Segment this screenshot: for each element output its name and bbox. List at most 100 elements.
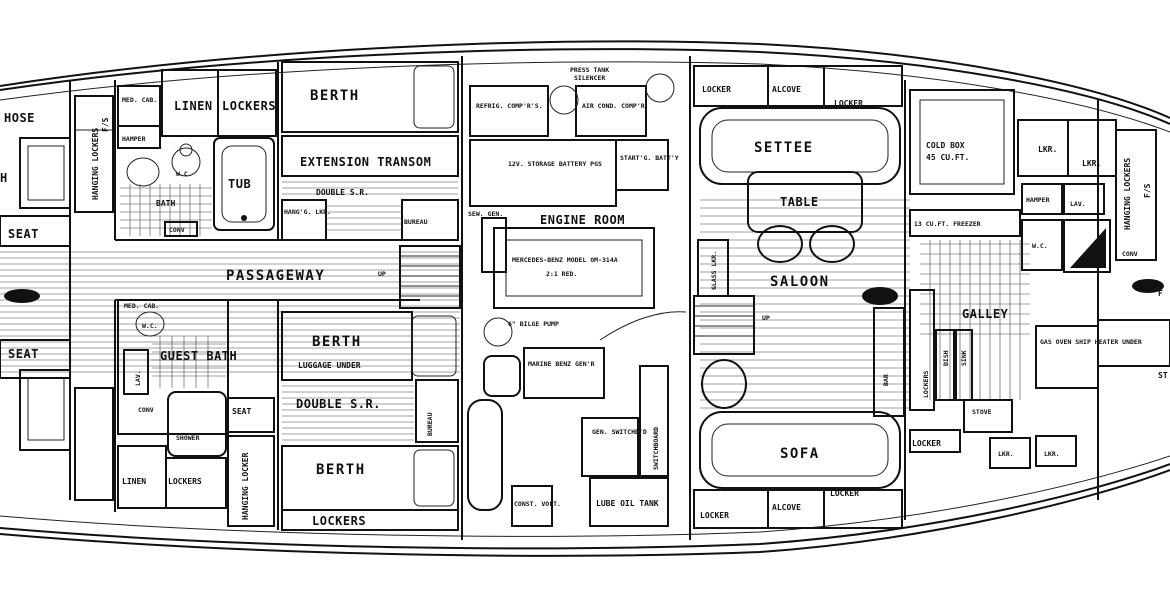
label-cold-box: COLD BOX	[926, 141, 965, 150]
engine-room	[467, 73, 687, 527]
label-double-sr-2: DOUBLE S.R.	[296, 397, 381, 411]
label-engine-model: MERCEDES-BENZ MODEL OM-314A	[512, 256, 618, 264]
label-const-volt: CONST. VOLT.	[514, 500, 561, 508]
label-med-cab-2: MED. CAB.	[124, 302, 159, 310]
label-wc-aft: W.C.	[1032, 242, 1048, 250]
label-linen-2: LINEN	[122, 477, 146, 486]
label-guest-bath: GUEST BATH	[160, 349, 237, 363]
galley	[909, 89, 1170, 469]
label-hamper-fwd: HAMPER	[122, 135, 146, 143]
label-engine-sub: 2:1 RED.	[546, 270, 577, 278]
label-storage-battery: 12V. STORAGE BATTERY PGS	[508, 160, 602, 168]
label-lkr-4: LKR.	[1044, 450, 1060, 458]
label-cold-box-cap: 45 CU.FT.	[926, 153, 969, 162]
label-galley: GALLEY	[962, 307, 1009, 321]
label-up-2: UP	[762, 314, 770, 322]
guest-bath	[117, 299, 275, 527]
label-luggage-under: LUGGAGE UNDER	[298, 361, 361, 370]
bulkheads	[69, 56, 1099, 540]
label-passageway: PASSAGEWAY	[226, 268, 325, 284]
label-refrig-compr: REFRIG. COMP'R'S.	[476, 102, 543, 110]
label-seat-small: SEAT	[232, 407, 251, 416]
label-conv-aft: CONV	[1122, 250, 1138, 258]
label-silencer: SILENCER	[574, 74, 605, 82]
label-alcove-1: ALCOVE	[772, 85, 801, 94]
label-tub: TUB	[228, 177, 251, 191]
label-fs-aft: F/S	[1143, 183, 1152, 198]
label-lav-aft: LAV.	[1070, 200, 1086, 208]
label-hanging-locker: HANGING LOCKER	[241, 452, 250, 520]
label-double-sr-1: DOUBLE S.R.	[316, 188, 369, 197]
label-heater: GAS OVEN SHIP HEATER UNDER	[1040, 338, 1142, 346]
label-press-tank: PRESS TANK	[570, 66, 609, 74]
label-wc-2: W.C.	[142, 322, 158, 330]
label-locker-galley: LOCKER	[912, 439, 941, 448]
label-bilge-pump: 6" BILGE PUMP	[508, 320, 559, 328]
label-lkr-3: LKR.	[998, 450, 1014, 458]
label-bureau-2: BUREAU	[426, 412, 434, 436]
label-hang-lkr: HANG'G. LKR.	[284, 208, 331, 216]
label-stove: STOVE	[972, 408, 992, 416]
label-bureau-1: BUREAU	[404, 218, 428, 226]
forward-cabin	[0, 95, 114, 501]
label-saloon: SALOON	[770, 274, 830, 290]
label-locker-4: LOCKER	[830, 489, 859, 498]
label-berth-3: BERTH	[316, 462, 366, 478]
label-seat-aft: SEAT	[8, 347, 39, 361]
label-gen-set: MARINE BENZ GEN'R	[528, 360, 595, 368]
label-bath: BATH	[156, 199, 175, 208]
label-table: TABLE	[780, 195, 819, 209]
label-med-cab-fwd: MED. CAB.	[122, 96, 157, 104]
label-lkr-1: LKR.	[1038, 145, 1057, 154]
forward-stateroom	[281, 61, 461, 309]
label-air-cond-compr: AIR COND. COMP'R.	[582, 102, 649, 110]
forward-bath	[117, 69, 277, 237]
label-lav: LAV.	[134, 370, 142, 386]
label-lube-oil-tank: LUBE OIL TANK	[596, 499, 659, 508]
label-engine-room: ENGINE ROOM	[540, 213, 625, 227]
label-dish: DISH	[942, 350, 950, 366]
label-conv: CONV	[169, 226, 185, 234]
label-lockers-2: LOCKERS	[168, 477, 202, 486]
label-up-1: UP	[378, 270, 386, 278]
label-fs-fwd: F/S	[101, 117, 110, 132]
label-sofa: SOFA	[780, 446, 820, 462]
label-locker-3: LOCKER	[700, 511, 729, 520]
label-switchboard: SWITCHBOARD	[652, 427, 660, 470]
label-sew-gen: SEW. GEN.	[468, 210, 503, 218]
label-f: F	[1158, 289, 1163, 298]
label-st: ST	[1158, 371, 1168, 380]
label-hose: HOSE	[4, 111, 35, 125]
label-locker-2: LOCKER	[834, 99, 863, 108]
hull-outline	[0, 40, 1170, 557]
label-lockers-bottom: LOCKERS	[312, 514, 366, 528]
label-seat-fwd: SEAT	[8, 227, 39, 241]
label-hanging-lockers-aft: HANGING LOCKERS	[1123, 158, 1132, 230]
label-extension-transom: EXTENSION TRANSOM	[300, 155, 431, 169]
label-h: H	[0, 171, 8, 185]
label-hanging-lockers-fwd: HANGING LOCKERS	[91, 128, 100, 200]
label-bar: BAR	[882, 374, 890, 386]
aft-port-stateroom	[281, 311, 459, 531]
label-linen: LINEN	[174, 99, 213, 113]
label-berth-2: BERTH	[312, 334, 362, 350]
label-alcove-2: ALCOVE	[772, 503, 801, 512]
room-labels: HOSE H SEAT SEAT HANGING LOCKERS F/S MED…	[0, 66, 1168, 528]
label-gen-switchbd: GEN. SWITCHB'D	[592, 428, 647, 436]
label-lockers-galley: LOCKERS	[922, 371, 930, 398]
label-settee: SETTEE	[754, 140, 814, 156]
label-berth-1: BERTH	[310, 88, 360, 104]
label-freezer: 13 CU.FT. FREEZER	[914, 220, 981, 228]
label-conv-2: CONV	[138, 406, 154, 414]
label-glass-lkr: GLASS LKR.	[710, 251, 718, 290]
label-lockers: LOCKERS	[222, 99, 276, 113]
label-hamper-aft: HAMPER	[1026, 196, 1050, 204]
label-lkr-2: LKR.	[1082, 159, 1101, 168]
saloon	[693, 65, 905, 529]
label-locker-1: LOCKER	[702, 85, 731, 94]
label-start-batt: START'G. BATT'Y	[620, 154, 679, 162]
label-shower: SHOWER	[176, 434, 200, 442]
label-sink: SINK	[960, 350, 968, 366]
